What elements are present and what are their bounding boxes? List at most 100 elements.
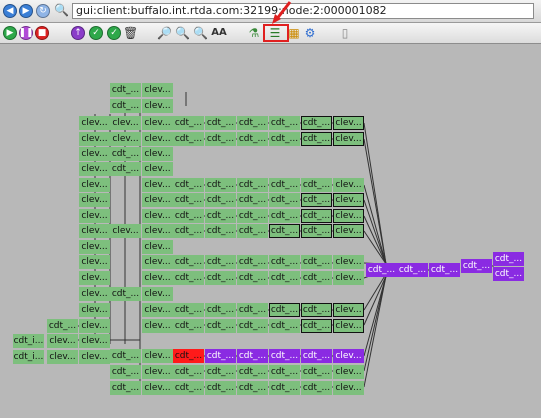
graph-node[interactable]: clev... [79, 178, 110, 192]
graph-node[interactable]: cdt_... [110, 83, 141, 97]
graph-node[interactable]: clev... [142, 147, 173, 161]
graph-node[interactable]: cdt_... [269, 209, 300, 223]
graph-node[interactable]: cdt_... [269, 255, 300, 269]
filter-icon[interactable]: ⚙ [304, 26, 316, 40]
graph-node[interactable]: cdt_... [205, 349, 236, 363]
graph-node[interactable]: cdt_... [301, 132, 332, 146]
graph-node[interactable]: cdt_... [110, 349, 141, 363]
pause-icon[interactable]: ❚❚ [18, 26, 34, 40]
graph-node[interactable]: cdt_... [173, 209, 204, 223]
graph-node[interactable]: cdt_... [269, 224, 300, 238]
graph-node[interactable]: cdt_... [205, 193, 236, 207]
graph-node[interactable]: cdt_... [173, 365, 204, 379]
graph-node[interactable]: clev... [142, 319, 173, 333]
graph-node[interactable]: cdt_... [47, 319, 78, 333]
graph-node[interactable]: clev... [333, 178, 364, 192]
graph-node[interactable]: clev... [79, 116, 110, 130]
graph-node[interactable]: cdt_... [205, 255, 236, 269]
check-all-icon[interactable]: ✓ [107, 26, 121, 40]
graph-node[interactable]: clev... [333, 116, 364, 130]
graph-node[interactable]: clev... [79, 240, 110, 254]
graph-node[interactable]: cdt_... [205, 224, 236, 238]
graph-node[interactable]: cdt_... [205, 381, 236, 395]
reload-icon[interactable]: ↻ [36, 4, 50, 18]
graph-node[interactable]: cdt_... [269, 349, 300, 363]
graph-node[interactable]: cdt_... [173, 193, 204, 207]
graph-node[interactable]: cdt_... [301, 365, 332, 379]
hierarchy-icon[interactable]: ☰ [269, 26, 281, 40]
graph-node[interactable]: cdt_... [237, 303, 268, 317]
graph-node[interactable]: cdt_... [237, 365, 268, 379]
graph-node[interactable]: clev... [333, 365, 364, 379]
graph-node[interactable]: clev... [79, 132, 110, 146]
graph-node[interactable]: clev... [79, 255, 110, 269]
graph-node[interactable]: clev... [142, 287, 173, 301]
graph-node[interactable]: cdt_... [269, 132, 300, 146]
graph-node[interactable]: clev... [142, 162, 173, 176]
zoom-in-icon[interactable]: 🔎 [157, 26, 172, 40]
graph-node[interactable]: cdt_... [269, 319, 300, 333]
graph-node[interactable]: cdt_... [269, 116, 300, 130]
graph-node[interactable]: cdt_... [205, 132, 236, 146]
graph-node[interactable]: clev... [79, 287, 110, 301]
graph-node[interactable]: clev... [79, 303, 110, 317]
graph-node[interactable]: cdt_... [205, 178, 236, 192]
graph-node[interactable]: cdt_... [493, 267, 524, 281]
graph-node[interactable]: cdt_... [301, 255, 332, 269]
graph-node[interactable]: cdt_... [110, 162, 141, 176]
graph-node[interactable]: cdt_... [269, 193, 300, 207]
graph-node[interactable]: clev... [47, 334, 78, 348]
graph-node[interactable]: clev... [333, 303, 364, 317]
graph-node[interactable]: clev... [79, 224, 110, 238]
graph-node[interactable]: clev... [47, 350, 78, 364]
graph-node[interactable]: cdt_... [269, 303, 300, 317]
graph-node[interactable]: clev... [142, 132, 173, 146]
graph-node[interactable]: cdt_... [301, 193, 332, 207]
graph-node-error[interactable]: cdt_... [173, 349, 204, 363]
search-icon[interactable]: 🔍 [54, 3, 69, 17]
graph-node[interactable]: clev... [79, 350, 110, 364]
graph-node[interactable]: clev... [110, 132, 141, 146]
upload-icon[interactable]: ↑ [71, 26, 85, 40]
graph-node[interactable]: cdt_i... [13, 350, 44, 364]
graph-node[interactable]: clev... [79, 271, 110, 285]
graph-node[interactable]: clev... [79, 162, 110, 176]
graph-node[interactable]: clev... [333, 209, 364, 223]
graph-node[interactable]: cdt_... [110, 365, 141, 379]
graph-node[interactable]: cdt_... [110, 147, 141, 161]
graph-node[interactable]: cdt_... [173, 178, 204, 192]
graph-node[interactable]: clev... [333, 319, 364, 333]
graph-node[interactable]: clev... [142, 193, 173, 207]
graph-node[interactable]: clev... [110, 224, 141, 238]
graph-node[interactable]: cdt_... [205, 319, 236, 333]
graph-node[interactable]: cdt_... [301, 178, 332, 192]
graph-node[interactable]: clev... [333, 132, 364, 146]
graph-node[interactable]: cdt_i... [13, 334, 44, 348]
font-size-button[interactable]: AA [211, 27, 227, 38]
graph-node[interactable]: cdt_... [237, 116, 268, 130]
graph-node[interactable]: cdt_... [205, 209, 236, 223]
graph-node[interactable]: cdt_... [237, 178, 268, 192]
graph-node[interactable]: clev... [333, 255, 364, 269]
graph-node[interactable]: clev... [79, 193, 110, 207]
graph-node[interactable]: cdt_... [205, 271, 236, 285]
graph-node[interactable]: cdt_... [397, 263, 428, 277]
address-input[interactable]: gui:client:buffalo.int.rtda.com:32199:no… [72, 3, 534, 19]
back-icon[interactable]: ◀ [3, 4, 17, 18]
graph-node[interactable]: cdt_... [173, 116, 204, 130]
check-icon[interactable]: ✓ [89, 26, 103, 40]
graph-node[interactable]: cdt_... [301, 271, 332, 285]
graph-node[interactable]: clev... [333, 224, 364, 238]
graph-node[interactable]: clev... [142, 83, 173, 97]
graph-node[interactable]: clev... [79, 209, 110, 223]
graph-node[interactable]: cdt_... [237, 349, 268, 363]
graph-node[interactable]: cdt_... [173, 319, 204, 333]
graph-node-merge[interactable]: cdt_... [366, 263, 397, 277]
graph-node[interactable]: cdt_... [237, 319, 268, 333]
graph-node[interactable]: clev... [142, 303, 173, 317]
graph-node[interactable]: clev... [333, 271, 364, 285]
graph-node[interactable]: cdt_... [173, 271, 204, 285]
graph-node[interactable]: cdt_... [173, 224, 204, 238]
graph-node[interactable]: cdt_... [205, 116, 236, 130]
graph-node[interactable]: cdt_... [237, 271, 268, 285]
